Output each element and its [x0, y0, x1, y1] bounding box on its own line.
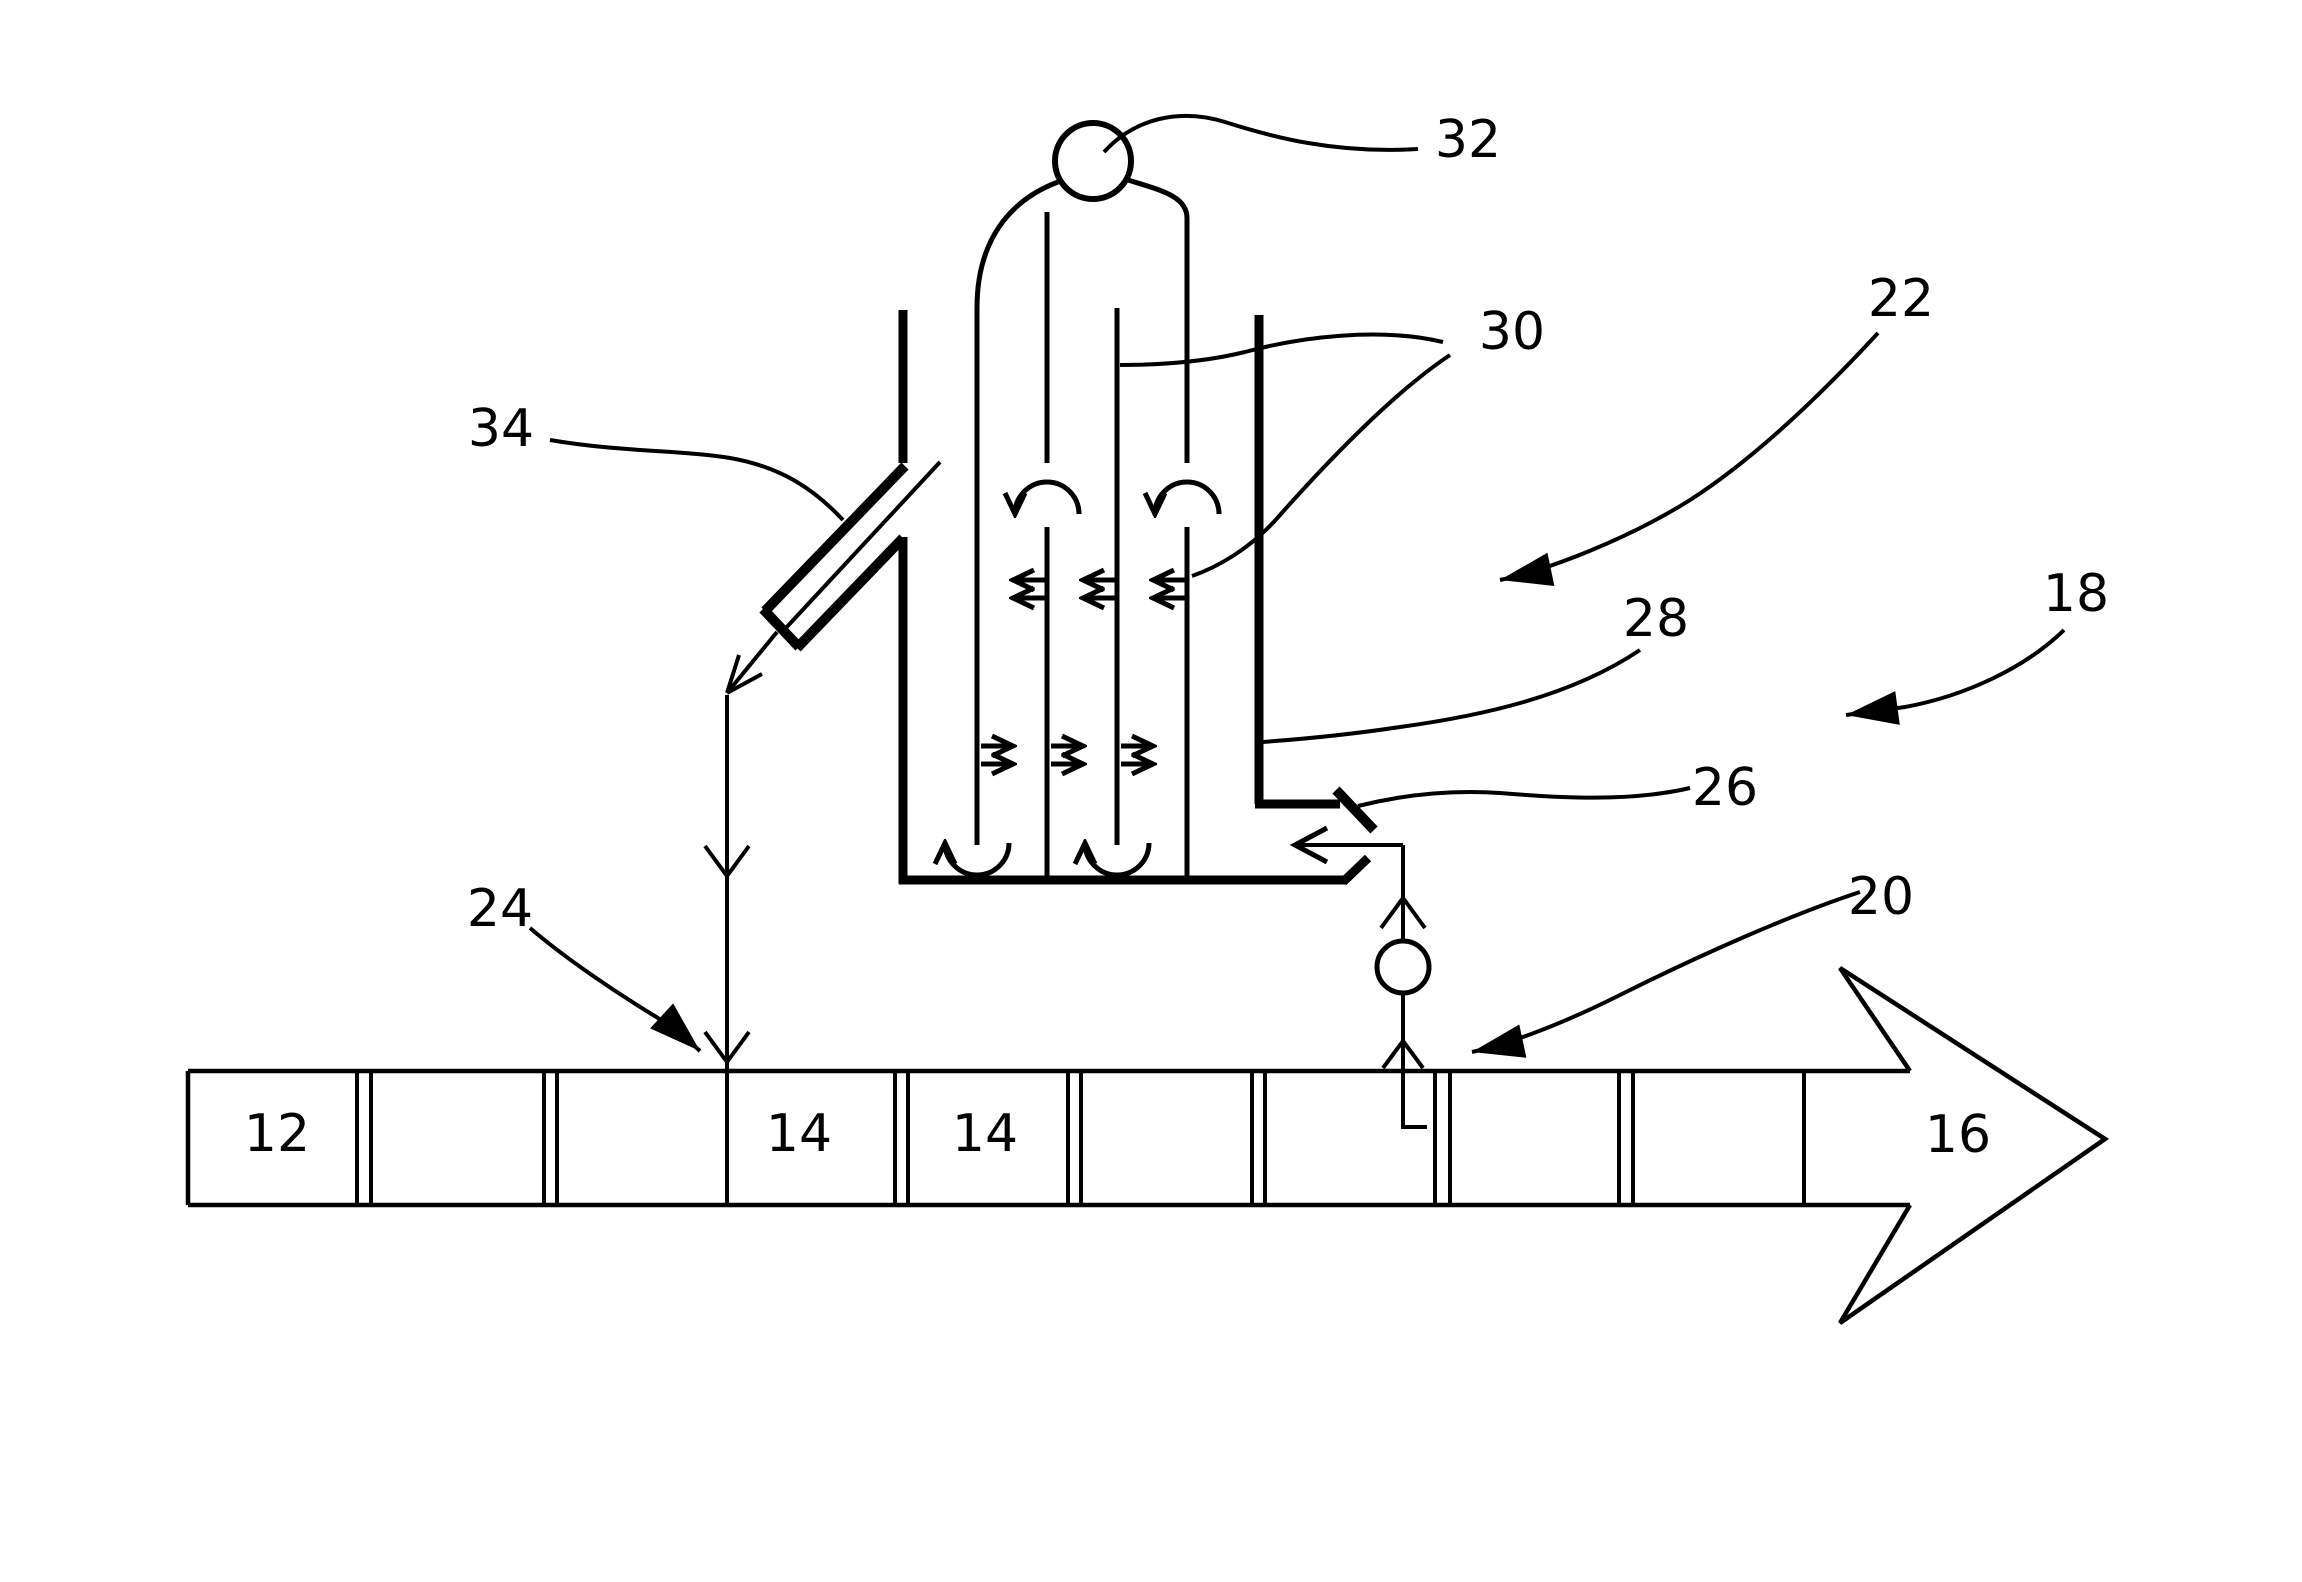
refnum-22: 22	[1868, 269, 1934, 329]
divider-pair-7	[1617, 1071, 1635, 1205]
divider-pair-5	[1250, 1071, 1267, 1205]
refnum-12: 12	[244, 1104, 310, 1164]
chute-discharge-arrowhead	[725, 654, 763, 695]
swirl-arrow-top-right	[1155, 479, 1222, 514]
swirl-arrow-bottom-left	[945, 843, 1012, 878]
recycle-chevron-lower	[1381, 1037, 1425, 1070]
leader-22-arrow	[1499, 331, 1880, 587]
refnum-24: 24	[467, 879, 533, 939]
recycle-chevron-upper	[1379, 894, 1427, 930]
pump-circle-recycle	[1374, 938, 1432, 996]
refnum-14b: 14	[952, 1104, 1018, 1164]
outlet-deflector	[1332, 786, 1378, 834]
leader-24-arrow	[528, 926, 702, 1053]
chute-end-cap	[759, 605, 803, 651]
divider-pair-6	[1433, 1071, 1452, 1205]
pump-circle-top	[1052, 120, 1134, 202]
leader-30-upper	[1119, 332, 1444, 367]
conveyor-arrowhead	[1838, 966, 2110, 1325]
leader-28	[1261, 648, 1642, 744]
leader-18-arrow	[1845, 628, 2066, 725]
vessel-floor-upturn	[1339, 854, 1372, 886]
leader-30-lower	[1191, 353, 1452, 578]
refnum-16: 16	[1925, 1105, 1991, 1165]
leader-20-arrow	[1471, 890, 1861, 1058]
recycle-inlet-hook	[1401, 1071, 1427, 1129]
divider-pair-3	[893, 1071, 910, 1205]
divider-pair-1	[355, 1071, 373, 1205]
feed-drop-chevron-upper	[703, 844, 751, 880]
refnum-28: 28	[1623, 589, 1689, 649]
leader-32	[1102, 114, 1419, 154]
refnum-34: 34	[468, 399, 534, 459]
baffle-d-upper-with-curve	[1127, 177, 1190, 463]
divider-pair-2	[542, 1071, 559, 1205]
divider-pair-4	[1066, 1071, 1083, 1205]
swirl-arrow-bottom-right	[1085, 843, 1152, 878]
baffle-a-with-upcurve	[974, 179, 1059, 845]
chute-discharge-diagonal	[725, 630, 779, 695]
refnum-30: 30	[1479, 302, 1545, 362]
refnum-14a: 14	[766, 1104, 832, 1164]
refnum-32: 32	[1435, 110, 1501, 170]
chute-inner-line	[782, 460, 942, 632]
leader-26	[1357, 786, 1691, 808]
refnum-20: 20	[1848, 867, 1914, 927]
refnum-26: 26	[1692, 758, 1758, 818]
leader-34	[549, 438, 845, 522]
refnum-18: 18	[2043, 564, 2109, 624]
chute-lower-rail	[793, 534, 907, 652]
swirl-arrow-top-left	[1015, 479, 1082, 514]
chute-upper-rail	[761, 462, 909, 615]
feed-drop-chevron-lower	[703, 1030, 751, 1066]
